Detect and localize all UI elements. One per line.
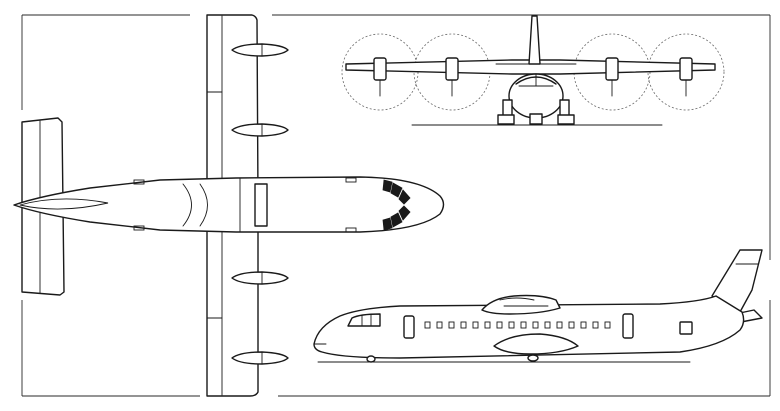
front-view-engine-nacelles xyxy=(373,57,693,97)
front-view-wing xyxy=(345,59,716,75)
front-view-fuselage xyxy=(497,73,575,125)
side-view-fuselage xyxy=(313,295,745,359)
top-view-engine-nacelles xyxy=(231,43,289,365)
front-view-vertical-tail xyxy=(528,15,541,65)
side-view-gear-fairing xyxy=(493,333,579,355)
side-view-cabin-windows xyxy=(424,321,611,329)
side-view xyxy=(313,249,763,363)
side-view-wing-and-engine xyxy=(481,294,561,315)
top-view-cockpit-windows xyxy=(382,179,411,231)
drawing-frame xyxy=(21,14,771,397)
side-view-landing-gear xyxy=(366,354,539,363)
top-view-fuselage xyxy=(13,176,445,233)
top-view xyxy=(13,14,445,397)
front-view xyxy=(341,15,725,126)
